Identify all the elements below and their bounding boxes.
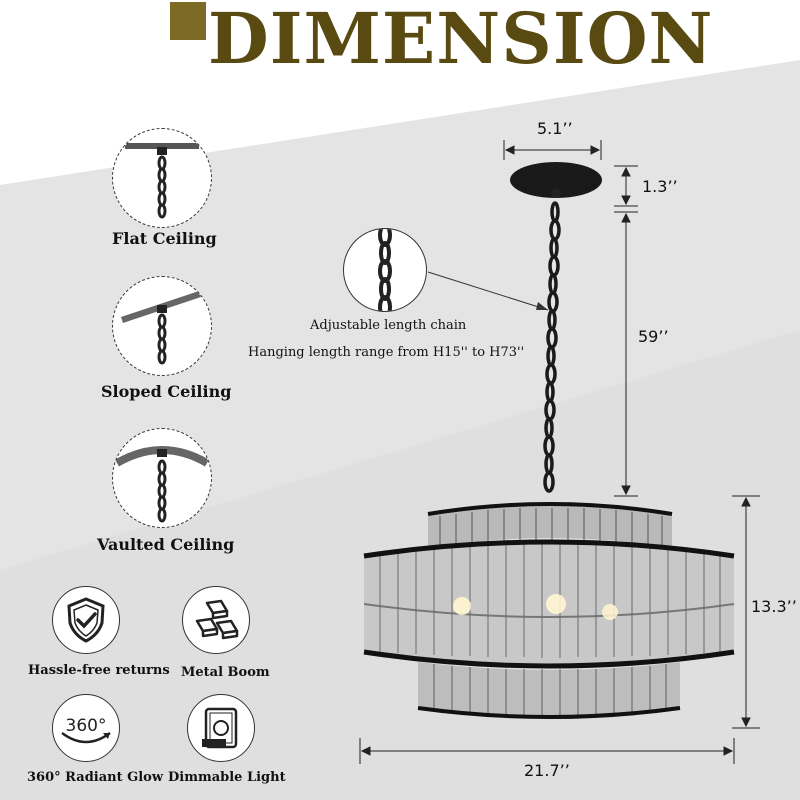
dim-canopy-height: 1.3’’: [642, 177, 678, 196]
feature-label-glow: 360° Radiant Glow: [27, 770, 164, 785]
shield-check-icon: [52, 586, 120, 654]
flat-ceiling-icon: [112, 128, 212, 228]
ceiling-label-sloped: Sloped Ceiling: [101, 382, 232, 401]
dim-canopy-width: 5.1’’: [537, 119, 573, 138]
vaulted-ceiling-icon: [112, 428, 212, 528]
feature-label-dimmable: Dimmable Light: [168, 770, 286, 785]
feature-label-returns: Hassle-free returns: [28, 663, 170, 678]
page-title: DIMENSION: [208, 0, 714, 80]
chain-detail-icon: [343, 228, 427, 312]
chain-note-line1: Adjustable length chain: [310, 318, 467, 333]
dim-body-width: 21.7’’: [524, 761, 570, 780]
chain-note-line2: Hanging length range from H15'' to H73'': [248, 345, 525, 360]
rotate-360-icon: 360°: [52, 694, 120, 762]
dimmer-switch-icon: [187, 694, 255, 762]
dim-body-height: 13.3’’: [751, 597, 797, 616]
title-corner-accent: [170, 2, 206, 40]
chain-pointer-arrow: [427, 271, 549, 311]
sloped-ceiling-icon: [112, 276, 212, 376]
ceiling-label-flat: Flat Ceiling: [112, 229, 217, 248]
dim-chain-length: 59’’: [638, 327, 669, 346]
metal-bars-icon: [182, 586, 250, 654]
ceiling-label-vaulted: Vaulted Ceiling: [97, 535, 235, 554]
feature-label-metal: Metal Boom: [181, 665, 270, 680]
svg-text:360°: 360°: [66, 716, 107, 736]
